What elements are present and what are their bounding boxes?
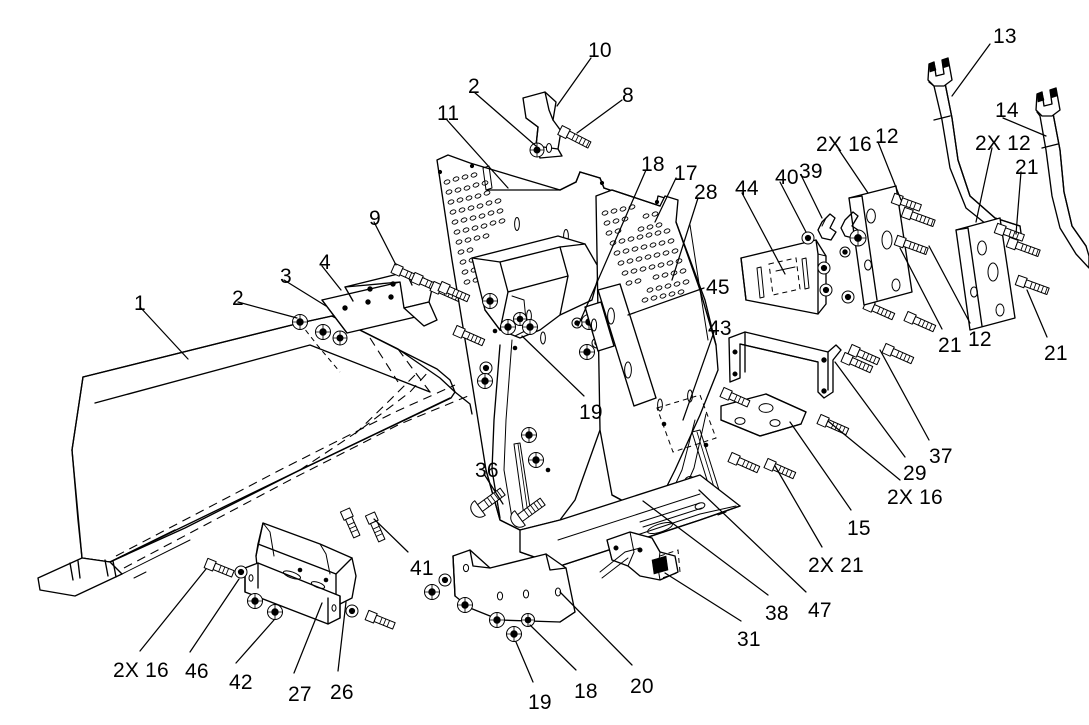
callout-46: 46 — [185, 660, 209, 683]
callout-13: 13 — [993, 25, 1017, 48]
part-2-nut-bracket — [529, 142, 545, 158]
callout-29: 29 — [903, 462, 927, 485]
part-20-lower-plate — [452, 549, 576, 623]
callout-26: 26 — [330, 681, 354, 704]
part-14-right-arm-assembly — [955, 87, 1089, 331]
part-29-u-channel — [728, 331, 842, 399]
part-31-latch — [599, 531, 681, 581]
callout-2x21: 2X 21 — [808, 554, 864, 577]
callout-9: 9 — [369, 207, 381, 230]
callout-39: 39 — [799, 160, 823, 183]
callout-21-right: 21 — [1044, 342, 1068, 365]
callout-4: 4 — [319, 251, 331, 274]
callout-14: 14 — [995, 99, 1019, 122]
part-1-blade — [37, 315, 473, 597]
callout-3: 3 — [280, 265, 292, 288]
callout-17: 17 — [674, 162, 698, 185]
callout-2x16-bottom: 2X 16 — [113, 659, 169, 682]
callout-8: 8 — [622, 84, 634, 107]
callout-47: 47 — [808, 599, 832, 622]
callout-42: 42 — [229, 671, 253, 694]
callout-21-topright: 21 — [1015, 156, 1039, 179]
callout-11: 11 — [437, 102, 460, 125]
callout-40: 40 — [775, 166, 799, 189]
callout-19-center: 19 — [579, 401, 603, 424]
callout-41: 41 — [410, 557, 434, 580]
callout-38: 38 — [765, 602, 789, 625]
callout-37: 37 — [929, 445, 953, 468]
part-8-bolt — [557, 125, 592, 149]
callout-45: 45 — [706, 276, 730, 299]
leader-lines — [139, 43, 1048, 683]
part-13-left-arm-assembly — [840, 57, 1023, 306]
callout-2x12: 2X 12 — [975, 132, 1031, 155]
part-40-washer — [801, 231, 815, 245]
callout-10: 10 — [588, 39, 612, 62]
callout-28: 28 — [694, 181, 718, 204]
callout-44: 44 — [735, 177, 759, 200]
part-26-27-bracket — [244, 522, 357, 625]
callout-2-blade: 2 — [232, 287, 244, 310]
callout-2x16-right: 2X 16 — [887, 486, 943, 509]
lower-left-fasteners — [203, 507, 396, 630]
callout-43: 43 — [708, 317, 732, 340]
callout-36: 36 — [475, 459, 499, 482]
callout-21-mid: 21 — [938, 334, 962, 357]
callout-12-top: 12 — [875, 125, 899, 148]
callout-15: 15 — [847, 517, 871, 540]
part-39-spring-clip — [817, 213, 837, 241]
callout-31: 31 — [737, 628, 761, 651]
part-44-cover-plate — [740, 239, 827, 315]
callout-18-upper: 18 — [641, 153, 665, 176]
callout-18-bottom: 18 — [574, 680, 598, 703]
part-2-nuts-blade — [292, 314, 348, 346]
part-38-47-rod — [639, 502, 706, 528]
part-36-carriage-bolts — [470, 487, 546, 528]
callout-19-bottom: 19 — [528, 691, 552, 714]
callout-1: 1 — [134, 292, 146, 315]
callout-20: 20 — [630, 675, 654, 698]
part-45-strap — [584, 283, 657, 407]
part-3-4-brace — [321, 271, 438, 334]
callout-2x16-top: 2X 16 — [816, 133, 872, 156]
callout-2-top: 2 — [468, 75, 480, 98]
part-18-19-fasteners-lower — [424, 573, 535, 642]
callout-12-mid: 12 — [968, 328, 992, 351]
callout-27: 27 — [288, 683, 312, 706]
